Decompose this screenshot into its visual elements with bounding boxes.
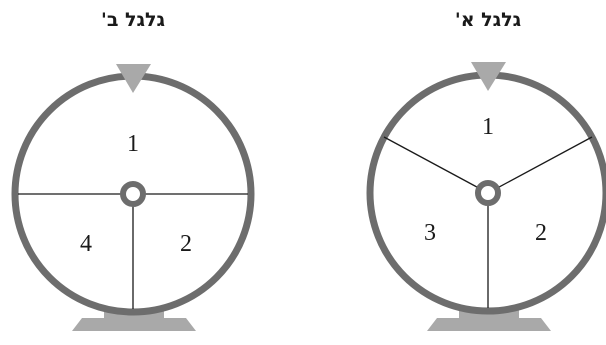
- wheel-a-sector-label: 2: [535, 220, 547, 246]
- wheel-a-hub: [478, 183, 498, 203]
- wheel-b-sector-label: 1: [127, 131, 139, 157]
- wheel-b: 1 2 4: [15, 64, 251, 331]
- wheel-b-sector-label: 2: [180, 231, 192, 257]
- wheel-a-sector-label: 1: [482, 114, 494, 140]
- wheel-b-hub: [123, 184, 143, 204]
- wheel-b-sector-label: 4: [80, 231, 92, 257]
- wheel-a: 1 2 3: [370, 62, 606, 331]
- wheel-a-sector-label: 3: [424, 220, 436, 246]
